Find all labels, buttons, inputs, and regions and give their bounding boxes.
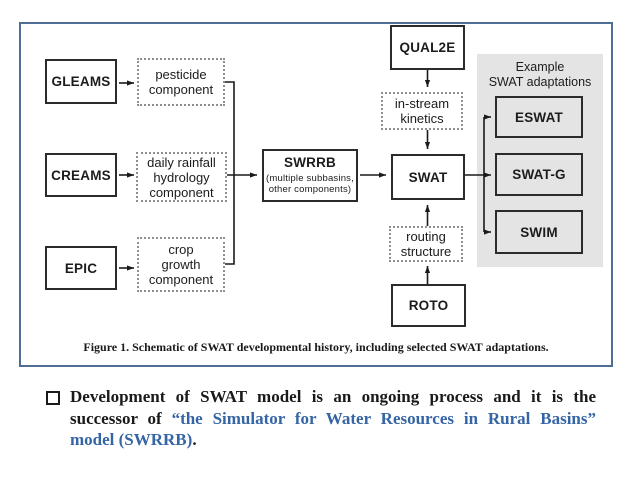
figure-caption: Figure 1. Schematic of SWAT developmenta… <box>83 340 549 354</box>
box-roto: ROTO <box>391 284 466 327</box>
box-gleams: GLEAMS <box>45 59 117 104</box>
box-creams: CREAMS <box>45 153 117 197</box>
bullet-line3-period: . <box>192 430 197 449</box>
box-instream-kinetics: in-stream kinetics <box>381 92 463 130</box>
bullet-line1-text: Development of SWAT model is an ongoing … <box>70 387 596 406</box>
box-eswat: ESWAT <box>495 96 583 138</box>
box-daily-rainfall-component: daily rainfall hydrology component <box>136 152 227 202</box>
bullet-square-icon <box>46 391 60 405</box>
bullet-line2-black: successor of <box>70 408 172 428</box>
box-epic: EPIC <box>45 246 117 290</box>
box-swat: SWAT <box>391 154 465 200</box>
swrrb-title: SWRRB <box>284 154 336 170</box>
panel-header: Example SWAT adaptations <box>488 60 592 89</box>
box-swim: SWIM <box>495 210 583 254</box>
bullet-line-1: Development of SWAT model is an ongoing … <box>70 386 596 408</box>
bullet-line3-blue: model (SWRRB) <box>70 430 193 449</box>
box-pesticide-component: pesticide component <box>137 58 225 106</box>
box-swat-g: SWAT-G <box>495 153 583 196</box>
swrrb-subtext: (multiple subbasins, other components) <box>266 172 354 196</box>
box-crop-growth-component: crop growth component <box>137 237 225 292</box>
bullet-line2-blue: “the Simulator for Water Resources in Ru… <box>171 408 596 428</box>
bullet-paragraph: Development of SWAT model is an ongoing … <box>70 386 596 451</box>
box-routing-structure: routing structure <box>389 226 463 262</box>
bullet-line-3: model (SWRRB). <box>70 429 596 451</box>
box-qual2e: QUAL2E <box>390 25 465 70</box>
swrrb-label: SWRRB (multiple subbasins, other compone… <box>266 154 354 196</box>
bullet-line-2: successor of “the Simulator for Water Re… <box>70 408 596 430</box>
box-swrrb: SWRRB (multiple subbasins, other compone… <box>262 149 358 202</box>
